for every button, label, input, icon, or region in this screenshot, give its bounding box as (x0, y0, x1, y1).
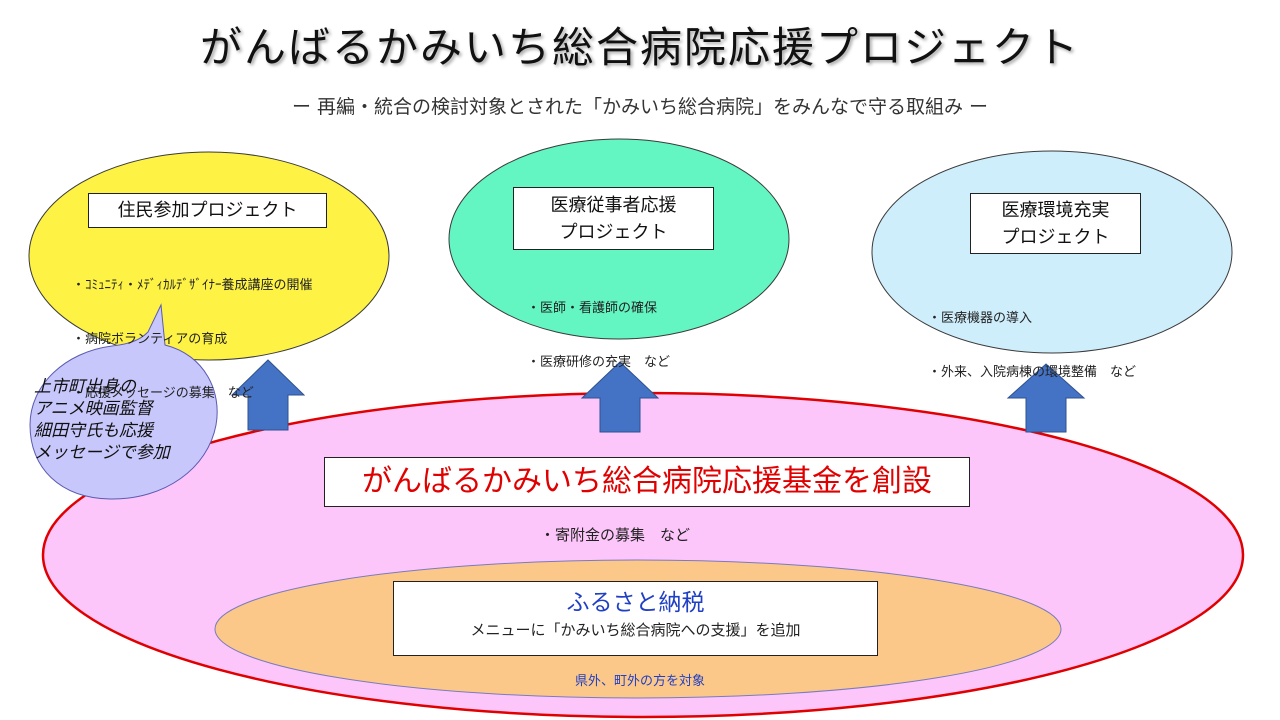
medical-environment-project-label-line2: プロジェクト (1001, 227, 1110, 248)
fund-label: がんばるかみいち総合病院応援基金を創設 (362, 464, 932, 499)
arrow-up-icon (230, 359, 306, 431)
bubble-line: 細田守氏も応援 (34, 421, 153, 441)
furusato-target-note: 県外、町外の方を対象 (574, 674, 705, 689)
speech-bubble-text: 上市町出身の アニメ映画監督 細田守氏も応援 メッセージで参加 (34, 376, 214, 464)
medical-environment-project-items: ・医療機器の導入 ・外来、入院病棟の環境整備 など (928, 274, 1136, 400)
arrow-up-icon (1006, 363, 1086, 433)
bubble-line: 上市町出身の (34, 377, 136, 397)
bubble-line: アニメ映画監督 (34, 399, 153, 419)
medical-staff-project-label-line1: 医療従事者応援 (550, 195, 677, 216)
list-item: ・応援メッセージの募集 など (72, 386, 254, 401)
resident-project-label: 住民参加プロジェクト (117, 200, 298, 221)
page-title: がんばるかみいち総合病院応援プロジェクト (199, 23, 1080, 72)
medical-staff-project-items: ・医師・看護師の確保 ・医療研修の充実 など (527, 264, 670, 390)
fund-label-box: がんばるかみいち総合病院応援基金を創設 (324, 457, 970, 507)
medical-environment-project-label-box: 医療環境充実 プロジェクト (970, 193, 1141, 254)
furusato-title: ふるさと納税 (566, 590, 705, 616)
list-item: ・医療研修の充実 など (527, 355, 671, 370)
list-item: ・医師・看護師の確保 (527, 301, 658, 316)
list-item: ・病院ボランティアの育成 (72, 332, 228, 347)
medical-staff-project-label-box: 医療従事者応援 プロジェクト (513, 187, 714, 250)
fund-note: ・寄附金の募集 など (540, 526, 691, 544)
medical-staff-project-label-line2: プロジェクト (559, 222, 668, 243)
arrow-up-icon (580, 361, 660, 433)
furusato-label-box: ふるさと納税 メニューに「かみいち総合病院への支援」を追加 (393, 581, 878, 656)
resident-project-items: ・ｺﾐｭﾆﾃｨ・ﾒﾃﾞｨｶﾙﾃﾞｻﾞｲﾅｰ養成講座の開催 ・病院ボランティアの育… (72, 241, 313, 421)
list-item: ・外来、入院病棟の環境整備 など (928, 365, 1137, 380)
list-item: ・医療機器の導入 (928, 311, 1033, 326)
resident-project-label-box: 住民参加プロジェクト (88, 193, 327, 228)
page-subtitle: ー 再編・統合の検討対象とされた「かみいち総合病院」をみんなで守る取組み ー (291, 96, 989, 118)
speech-bubble (29, 303, 218, 500)
list-item: ・ｺﾐｭﾆﾃｨ・ﾒﾃﾞｨｶﾙﾃﾞｻﾞｲﾅｰ養成講座の開催 (72, 278, 313, 293)
bubble-line: メッセージで参加 (34, 443, 170, 463)
medical-environment-project-label-line1: 医療環境充実 (1001, 200, 1110, 221)
furusato-description: メニューに「かみいち総合病院への支援」を追加 (470, 621, 801, 639)
